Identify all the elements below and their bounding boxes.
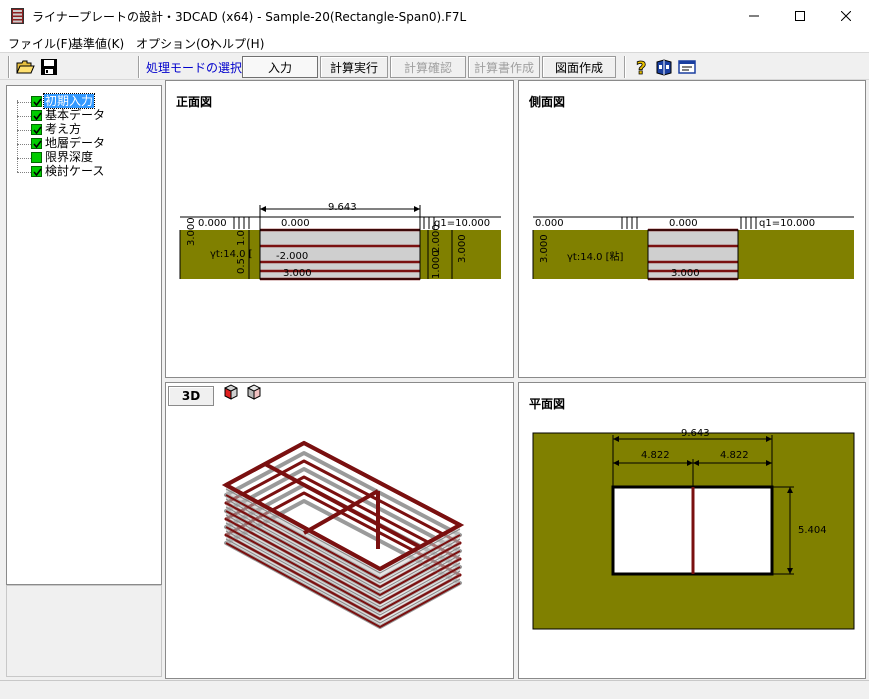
toolbar-separator [8,56,10,78]
tree-item-approach[interactable]: 考え方 [7,122,157,137]
front-level-left: 0.000 [198,218,227,229]
menu-file[interactable]: ファイル(F) [8,37,73,51]
svg-text:?: ? [636,58,646,77]
maximize-button[interactable] [777,0,823,32]
minimize-icon [749,15,759,17]
plan-half-right: 4.822 [720,450,749,461]
tree-item-label: 地層データ [45,136,106,150]
help-question-icon[interactable]: ? [631,57,651,77]
minimize-button[interactable] [731,0,777,32]
menu-help[interactable]: ヘルプ(H) [210,37,265,51]
plan-half-left: 4.822 [641,450,670,461]
maximize-icon [795,11,805,21]
plan-view-drawing [532,432,855,630]
plan-depth: 5.404 [798,525,827,536]
front-inner-level: -2.000 [276,251,309,262]
manual-book-icon[interactable] [654,57,674,77]
title-bar: ライナープレートの設計・3DCAD (x64) - Sample-20(Rect… [0,0,869,32]
side-level-left: 0.000 [535,218,564,229]
red-cube-icon[interactable] [221,383,241,401]
info-card-icon[interactable] [677,57,697,77]
front-level-mid: 0.000 [281,218,310,229]
checkmark-icon [31,166,42,177]
toolbar-separator [138,56,140,78]
mode-select-label: 処理モードの選択 [146,61,243,75]
plan-total-width: 9.643 [681,428,710,439]
checkmark-icon [31,96,42,107]
input-tree: 初期入力 基本データ 考え方 地層データ 限界深度 検討ケース [6,85,162,585]
front-bottom-level: 3.000 [283,268,312,279]
tree-item-label: 初期入力 [42,93,96,109]
side-gamma-label: γt:14.0 [粘] [567,252,624,263]
plan-view-title: 平面図 [529,397,566,411]
front-gamma-label: γt:14.0 [ [210,249,253,260]
side-level-mid: 0.000 [669,218,698,229]
create-drawing-button[interactable]: 図面作成 [542,56,616,78]
side-view-title: 側面図 [529,95,566,109]
status-bar [0,680,869,699]
front-load-label: q1=10.000 [434,218,491,229]
check-calculation-button[interactable]: 計算確認 [390,56,466,78]
3d-liner-model [221,440,465,629]
window-title: ライナープレートの設計・3DCAD (x64) - Sample-20(Rect… [32,10,467,24]
save-icon[interactable] [39,57,59,77]
close-button[interactable] [823,0,869,32]
plan-view-pane[interactable]: 平面図 9.643 4.822 4.822 5.404 [518,382,866,679]
tree-item-label: 考え方 [45,122,82,136]
gray-cube-icon[interactable] [244,383,264,401]
checkmark-icon [31,110,42,121]
tree-item-limit-depth[interactable]: 限界深度 [7,150,157,165]
input-mode-button[interactable]: 入力 [242,56,318,78]
menu-standard[interactable]: 基準値(K) [71,37,125,51]
front-depth-right: 3.000 [457,234,468,263]
close-icon [841,11,851,21]
side-bottom-level: 3.000 [671,268,700,279]
side-depth-left: 3.000 [539,234,550,263]
side-load-label: q1=10.000 [759,218,816,229]
menu-options[interactable]: オプション(O) [136,37,215,51]
front-right-dim-b: 2.000 [431,224,442,253]
tree-item-strata-data[interactable]: 地層データ [7,136,157,151]
status-box-icon [31,152,42,163]
open-folder-icon[interactable] [15,57,35,77]
3d-view-button[interactable]: 3D [168,386,214,406]
tree-item-initial-input[interactable]: 初期入力 [7,93,157,109]
toolbar: 処理モードの選択 入力 計算実行 計算確認 計算書作成 図面作成 ? [0,52,869,80]
front-depth-left: 3.000 [186,217,197,246]
front-right-dim-a: 1.000 [431,250,442,279]
menu-bar: ファイル(F) 基準値(K) オプション(O) ヘルプ(H) [0,32,869,52]
checkmark-icon [31,138,42,149]
front-width-dim: 9.643 [328,202,357,213]
create-report-button[interactable]: 計算書作成 [468,56,540,78]
front-view-pane[interactable]: 正面図 9.643 0.000 0.000 q1=10.000 [165,80,514,378]
front-view-drawing [179,205,501,281]
toolbar-separator [624,56,626,78]
side-view-drawing [532,216,854,281]
tree-item-check-cases[interactable]: 検討ケース [7,164,157,179]
tree-bottom-panel [6,585,162,677]
checkmark-icon [31,124,42,135]
front-ring-dim-b: 0.5 [236,258,247,274]
tree-line [17,100,18,172]
run-calculation-button[interactable]: 計算実行 [320,56,388,78]
front-view-title: 正面図 [176,95,213,109]
3d-view-pane[interactable]: 3D [165,382,514,679]
front-ring-dim-a: 1.0 [236,230,247,246]
side-view-pane[interactable]: 側面図 0.000 0.000 q1=10.000 3.000 γt:14.0 … [518,80,866,378]
tree-item-label: 検討ケース [45,164,105,178]
tree-item-label: 限界深度 [45,150,94,164]
tree-item-basic-data[interactable]: 基本データ [7,108,157,123]
app-icon [11,8,24,24]
tree-item-label: 基本データ [45,108,106,122]
